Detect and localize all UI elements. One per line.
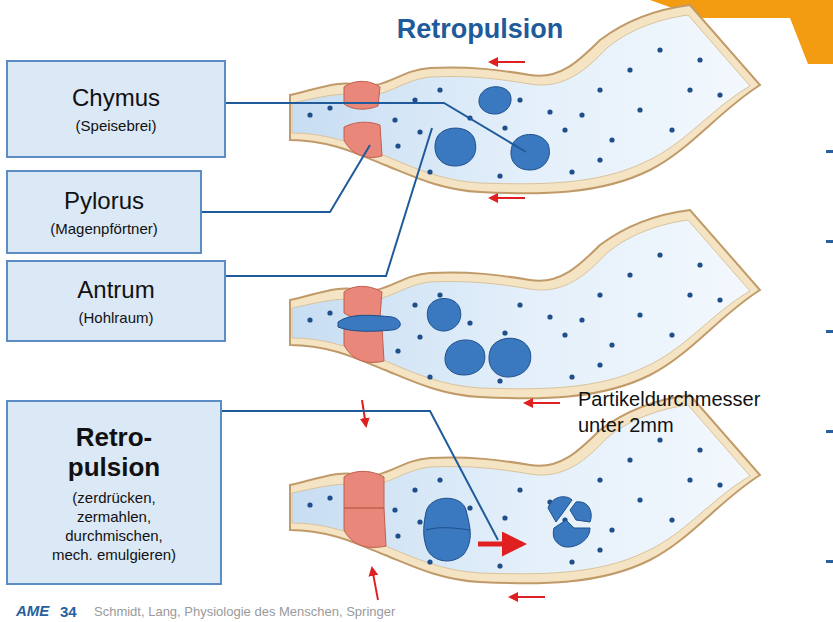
box-heading: Antrum [77, 276, 154, 304]
chyme-particle [517, 487, 522, 492]
chyme-particle [637, 107, 642, 112]
chyme-particle [547, 109, 552, 114]
chyme-particle [657, 252, 662, 257]
chyme-particle [597, 87, 602, 92]
chyme-particle [627, 272, 632, 277]
chyme-particle [717, 297, 722, 302]
chyme-particle [502, 330, 507, 335]
chyme-particle [717, 482, 722, 487]
chyme-particle [417, 129, 422, 134]
chyme-particle [657, 47, 662, 52]
chyme-particle [437, 292, 442, 297]
chyme-particle [597, 292, 602, 297]
antrum-panel-retropulsion [290, 395, 760, 600]
chyme-particle [412, 487, 417, 492]
chyme-particle [637, 497, 642, 502]
box-subtext: (Magenpförtner) [50, 219, 158, 238]
chyme-particle [562, 332, 567, 337]
slide-title: Retropulsion [330, 14, 630, 45]
label-box: Antrum (Hohlraum) [6, 260, 226, 342]
box-subtext: (Hohlraum) [78, 308, 153, 327]
chyme-particle [307, 502, 312, 507]
leader-lines [202, 103, 526, 540]
chyme-particle [517, 97, 522, 102]
label-box: Chymus (Speisebrei) [6, 60, 226, 158]
box-subtext: (zerdrücken, zermahlen, durchmischen, me… [49, 488, 179, 564]
chyme-particle [412, 302, 417, 307]
chyme-particle [327, 310, 332, 315]
particle-size-note: Partikeldurchmesser unter 2mm [578, 386, 793, 438]
box-subtext: (Speisebrei) [76, 116, 157, 135]
chyme-particle [579, 317, 584, 322]
chyme-particle [497, 563, 502, 568]
chyme-particle [609, 342, 614, 347]
chyme-particle [467, 505, 472, 510]
chyme-particle [497, 173, 502, 178]
chyme-particle [467, 320, 472, 325]
chyme-particle [547, 314, 552, 319]
chyme-particle [597, 157, 602, 162]
chyme-particle [562, 127, 567, 132]
chyme-particle [669, 517, 674, 522]
antrum-panel-narrowing [290, 210, 760, 403]
chyme-particle [627, 67, 632, 72]
chyme-particle [687, 87, 692, 92]
chyme-particle [697, 57, 702, 62]
chyme-particle [627, 457, 632, 462]
chyme-particle [437, 87, 442, 92]
chyme-particle [395, 533, 400, 538]
chyme-particle [697, 262, 702, 267]
chyme-particle [637, 312, 642, 317]
chyme-particle [569, 169, 574, 174]
chyme-particle [597, 362, 602, 367]
chyme-particle [502, 515, 507, 520]
chyme-particle [517, 302, 522, 307]
label-box: Retro- pulsion(zerdrücken, zermahlen, du… [6, 400, 222, 585]
chyme-particle [327, 105, 332, 110]
chyme-particle [669, 332, 674, 337]
chyme-particle [597, 477, 602, 482]
chyme-particle [569, 559, 574, 564]
chyme-particle [497, 378, 502, 383]
chyme-particle [609, 137, 614, 142]
chyme-particle [327, 495, 332, 500]
chyme-particle [307, 112, 312, 117]
chyme-particle [427, 374, 432, 379]
chyme-particle [307, 317, 312, 322]
box-heading: Pylorus [64, 187, 144, 215]
chyme-particle [687, 477, 692, 482]
chyme-particle [579, 112, 584, 117]
box-heading: Retro- pulsion [59, 422, 169, 482]
chyme-particle [395, 348, 400, 353]
chyme-particle [392, 507, 397, 512]
chyme-particle [417, 334, 422, 339]
page-number: 34 [60, 603, 90, 620]
chyme-particle [669, 127, 674, 132]
source-citation: Schmidt, Lang, Physiologie des Menschen,… [94, 604, 594, 619]
chyme-particle [609, 527, 614, 532]
chyme-particle [417, 519, 422, 524]
chyme-particle [717, 92, 722, 97]
chyme-particle [569, 374, 574, 379]
label-box: Pylorus (Magenpförtner) [6, 170, 202, 254]
chyme-particle [697, 447, 702, 452]
antrum-panel-open [290, 5, 760, 198]
chyme-particle [427, 559, 432, 564]
chyme-particle [687, 292, 692, 297]
chyme-particle [437, 477, 442, 482]
chyme-particle [427, 169, 432, 174]
chyme-particle [597, 547, 602, 552]
chyme-particle [395, 143, 400, 148]
chyme-particle [392, 117, 397, 122]
chyme-particle [502, 125, 507, 130]
chyme-particle [412, 97, 417, 102]
box-heading: Chymus [72, 84, 160, 112]
chyme-particle [657, 437, 662, 442]
